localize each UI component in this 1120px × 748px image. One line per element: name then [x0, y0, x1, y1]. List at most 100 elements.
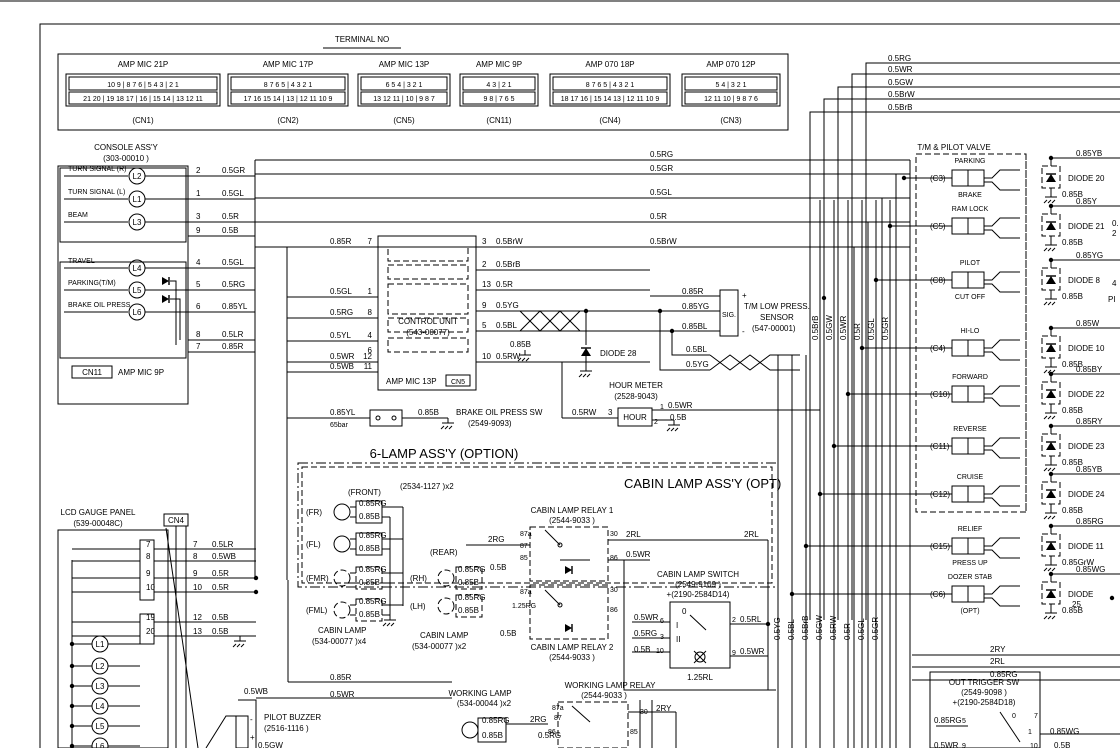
- lamp-label: L1: [133, 195, 142, 204]
- out-trigger-pos: 0: [1012, 713, 1016, 720]
- connector-id: (CN1): [132, 116, 154, 125]
- hour-meter-out-label: 0.5WR: [668, 401, 693, 410]
- console-pin: 4: [196, 258, 201, 267]
- control-unit-pin: 13: [482, 280, 491, 289]
- junction-dot: [1048, 423, 1054, 429]
- out-trigger-part2: +(2190-2584D18): [953, 698, 1016, 707]
- tm-pilot-frame: [915, 153, 1027, 513]
- ground-hatch: [1043, 515, 1048, 520]
- six-lamp-position: (FML): [306, 606, 328, 615]
- tm-pilot-ground-label: 0.85B: [1062, 238, 1083, 247]
- hour-meter-feed: [476, 361, 563, 418]
- connector-id: (CN5): [393, 116, 415, 125]
- junction-dot: [1048, 257, 1054, 263]
- junction-dot: [69, 663, 75, 669]
- lamp-icon: [333, 601, 351, 619]
- out-trigger-wire-label: 0.5WR: [934, 741, 959, 748]
- relay-wire-label: 2RG: [488, 535, 504, 544]
- connector-pins-top: 4 3 | 2 1: [486, 82, 511, 89]
- tm-pilot-item-label: CRUISE: [957, 474, 984, 481]
- connector-name: AMP MIC 9P: [476, 60, 522, 69]
- six-lamp-position: (LH): [410, 602, 426, 611]
- tm-pilot-diode-icon: [1046, 222, 1056, 230]
- tm-pilot-wire-label: 0.85RG: [1076, 517, 1104, 526]
- relay-wire-label: 0.5B: [500, 629, 516, 638]
- lamp-label: L5: [96, 722, 105, 731]
- connector-top-row: [684, 76, 778, 91]
- ground-hatch: [525, 357, 530, 362]
- tm-pilot-diode-icon: [1046, 174, 1056, 182]
- relay-pin: 30: [610, 531, 618, 538]
- connector-pins-bottom: 12 11 10 | 9 8 7 6: [704, 96, 758, 103]
- buzzer-part: (2516-1116 ): [264, 724, 309, 733]
- work-lamp-terminal: [477, 717, 507, 743]
- tm-pilot-solenoid: [951, 485, 969, 503]
- relay-contact: [557, 542, 563, 548]
- control-unit-pin: 10: [482, 352, 491, 361]
- relay-pin: 86: [610, 555, 618, 562]
- ground-hatch: [1047, 467, 1052, 472]
- tm-pilot-lead: [984, 449, 1020, 459]
- tm-pilot-lead: [984, 385, 1020, 395]
- connector-pins-bottom: 21 20 | 19 18 17 | 16 | 15 14 | 13 12 11: [83, 96, 203, 103]
- diode28-label: DIODE 28: [600, 349, 637, 358]
- junction-dot: [831, 443, 837, 449]
- tm-pilot-wire-label: 0.85YG: [1076, 251, 1103, 260]
- tm-pilot-item-label2: BRAKE: [958, 192, 982, 199]
- tm-pilot-lead: [984, 485, 1020, 495]
- top-bus-label: 0.5RG: [888, 54, 911, 63]
- connector-name: AMP 070 12P: [706, 60, 755, 69]
- ground-hatch: [1047, 247, 1052, 252]
- diode-icon: [162, 295, 169, 303]
- ground-hatch: [578, 373, 583, 378]
- junction-dot: [253, 589, 259, 595]
- console-part: (303-00010 ): [103, 154, 149, 163]
- console-pin: 6: [196, 302, 201, 311]
- junction-dot: [887, 223, 893, 229]
- relay-switch: [571, 705, 591, 723]
- lcd-cn-text: CN4: [168, 516, 185, 525]
- brake-sw-box: [369, 409, 403, 427]
- console-diode-wire: [170, 298, 181, 340]
- junction-dot: [821, 295, 827, 301]
- ground-hatch: [1051, 301, 1056, 306]
- diode-icon: [162, 277, 169, 285]
- control-unit-wire-label: 0.5R: [496, 280, 513, 289]
- junction-dot: [1048, 571, 1054, 577]
- tm-pilot-solenoid: [967, 585, 985, 603]
- lamp-label: L1: [96, 640, 105, 649]
- bottom-wire-label: 0.85R: [330, 673, 352, 682]
- tm-pilot-solenoid: [967, 169, 985, 187]
- control-unit-pin: 1: [368, 287, 373, 296]
- hour-meter-in-label: 0.5RW: [572, 408, 597, 417]
- top-bus-wire: [865, 62, 1120, 620]
- page-frame: [39, 23, 1120, 748]
- lcd-wire-label: 0.5B: [212, 613, 228, 622]
- vertical-wire-label: 0.5GW: [825, 315, 834, 340]
- lamp-icon: [333, 569, 351, 587]
- tm-pilot-lead: [984, 437, 1020, 447]
- relay-wire-label: 1.25RG: [512, 603, 536, 610]
- tm-pilot-title: T/M & PILOT VALVE: [917, 143, 990, 152]
- junction-dot: [765, 621, 771, 627]
- tm-pilot-solenoid: [967, 339, 985, 357]
- ground-hatch: [444, 425, 449, 430]
- vertical-wire-label: 0.5GL: [857, 618, 866, 640]
- vertical-wire-label: 0.5GW: [815, 615, 824, 640]
- cabin-switch-part: (2549-9109 ): [675, 580, 721, 589]
- lcd-wire-label: 0.5LR: [212, 540, 234, 549]
- brake-sw-contact: [391, 415, 397, 421]
- console-pin: 8: [196, 330, 201, 339]
- connector-pins-top: 8 7 6 5 | 4 3 2 1: [264, 82, 313, 89]
- brake-sw-bar: 65bar: [330, 422, 349, 429]
- brake-sw-label: BRAKE OIL PRESS SW: [456, 408, 543, 417]
- switch-pos: 0: [682, 607, 687, 616]
- vertical-wire-label: 0.5WR: [839, 315, 848, 340]
- lamp-label: L3: [96, 682, 105, 691]
- work-relay-title: WORKING LAMP RELAY: [565, 681, 657, 690]
- tm-pilot-item-label: FORWARD: [952, 374, 988, 381]
- junction-dot: [69, 683, 75, 689]
- relay-wire-label: 2RL: [744, 530, 759, 539]
- out-trigger-bus-label: 0.85RG: [990, 670, 1018, 679]
- switch-wire-label: 1.25RL: [687, 673, 713, 682]
